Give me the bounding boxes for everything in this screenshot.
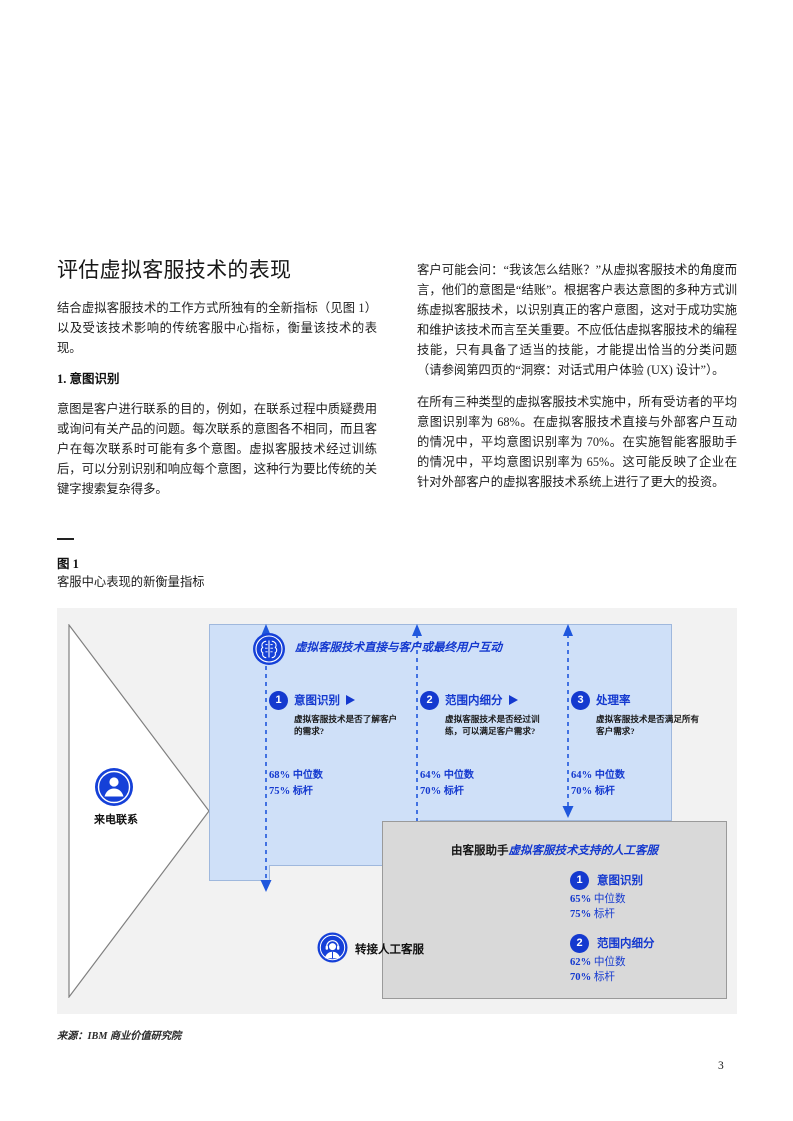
- figure-rule-divider: [57, 538, 74, 540]
- gray-heading-plain: 由客服助手: [451, 845, 509, 857]
- metric-1-title: 意图识别: [294, 695, 340, 707]
- metric-2-header: 2 范围内细分: [420, 690, 568, 710]
- metric-1-benchmark-unit: 标杆: [292, 785, 313, 797]
- metric-2-median-value: 64%: [420, 770, 442, 781]
- gray-metric-2-stats: 62% 中位数 70% 标杆: [570, 955, 740, 986]
- metric-1-stats: 68% 中位数 75% 标杆: [269, 768, 419, 799]
- gray-metric-2-median-value: 62%: [570, 957, 592, 968]
- metric-1-number: 1: [269, 690, 288, 710]
- metric-2-median-unit: 中位数: [443, 770, 474, 781]
- gray-heading-emphasis: 虚拟客服技术支持的人工客服: [508, 845, 659, 857]
- metric-column-3: 3 处理率 虚拟客服技术是否满足所有客户需求?: [571, 690, 719, 738]
- metric-column-1: 1 意图识别 虚拟客服技术是否了解客户的需求?: [269, 690, 417, 738]
- funnel-shape: [68, 624, 210, 998]
- figure-number: 图 1: [57, 557, 79, 571]
- metric-3-benchmark-unit: 标杆: [594, 785, 615, 797]
- metric-2-stats: 64% 中位数 70% 标杆: [420, 768, 570, 799]
- figure-diagram: 来电联系: [57, 608, 737, 1014]
- brain-ai-icon: [252, 632, 286, 666]
- gray-metric-2-title: 范围内细分: [597, 938, 655, 950]
- gray-metric-1: 1 意图识别 65% 中位数 75% 标杆: [570, 870, 740, 923]
- right-column: 客户可能会问：“我该怎么结账？”从虚拟客服技术的角度而言，他们的意图是“结账”。…: [417, 258, 737, 513]
- metric-2-benchmark-unit: 标杆: [443, 785, 464, 797]
- gray-metric-2: 2 范围内细分 62% 中位数 70% 标杆: [570, 933, 740, 986]
- metric-3-median-value: 64%: [571, 770, 593, 781]
- play-arrow-icon: [508, 695, 518, 705]
- gray-metric-2-median-unit: 中位数: [593, 957, 626, 968]
- section-body-paragraph: 意图是客户进行联系的目的，例如，在联系过程中质疑费用或询问有关产品的问题。每次联…: [57, 402, 377, 496]
- customer-person-icon: [94, 767, 134, 807]
- metric-2-number: 2: [420, 690, 439, 710]
- gray-metric-1-median-unit: 中位数: [593, 894, 626, 905]
- gray-metric-2-number: 2: [570, 933, 589, 953]
- section-heading: 1. 意图识别: [57, 371, 120, 386]
- metric-3-median-unit: 中位数: [594, 770, 625, 781]
- metric-1-median-value: 68%: [269, 770, 291, 781]
- metric-3-number: 3: [571, 690, 590, 710]
- gray-metric-1-title: 意图识别: [597, 875, 643, 887]
- article-columns: 评估虚拟客服技术的表现 结合虚拟客服技术的工作方式所独有的全新指标（见图 1）以…: [57, 258, 737, 513]
- gray-metric-1-median-value: 65%: [570, 894, 592, 905]
- gray-metric-1-benchmark-value: 75%: [570, 909, 592, 921]
- metric-1-header: 1 意图识别: [269, 690, 417, 710]
- metric-1-benchmark-value: 75%: [269, 785, 291, 797]
- agent-assist-panel: [382, 821, 727, 999]
- metric-1-median-unit: 中位数: [292, 770, 323, 781]
- metric-2-benchmark-value: 70%: [420, 785, 442, 797]
- play-arrow-icon: [346, 695, 355, 705]
- gray-panel-heading: 由客服助手虚拟客服技术支持的人工客服: [382, 842, 727, 858]
- metric-3-description: 虚拟客服技术是否满足所有客户需求?: [596, 714, 700, 737]
- metric-1-description: 虚拟客服技术是否了解客户的需求?: [294, 714, 398, 737]
- funnel-label: 来电联系: [94, 814, 138, 826]
- right-paragraph-2: 在所有三种类型的虚拟客服技术实施中，所有受访者的平均意图识别率为 68%。在虚拟…: [417, 395, 737, 490]
- figure-source-note: 来源：IBM 商业价值研究院: [57, 1031, 182, 1042]
- metric-2-title: 范围内细分: [445, 695, 503, 707]
- transfer-to-agent-label: 转接人工客服: [355, 944, 424, 956]
- panel-heading: 虚拟客服技术直接与客户或最终用户互动: [295, 642, 502, 654]
- metric-3-header: 3 处理率: [571, 690, 719, 710]
- gray-metric-1-header: 1 意图识别: [570, 870, 740, 890]
- right-paragraph-1: 客户可能会问：“我该怎么结账？”从虚拟客服技术的角度而言，他们的意图是“结账”。…: [417, 263, 737, 377]
- gray-metric-2-benchmark-value: 70%: [570, 972, 592, 984]
- gray-metric-2-header: 2 范围内细分: [570, 933, 740, 953]
- intro-paragraph: 结合虚拟客服技术的工作方式所独有的全新指标（见图 1）以及受该技术影响的传统客服…: [57, 300, 377, 355]
- metric-3-stats: 64% 中位数 70% 标杆: [571, 768, 721, 799]
- figure-caption: 客服中心表现的新衡量指标: [57, 575, 205, 589]
- metric-3-benchmark-value: 70%: [571, 785, 593, 797]
- metric-2-description: 虚拟客服技术是否经过训练，可以满足客户需求?: [445, 714, 540, 737]
- gray-metric-2-benchmark-unit: 标杆: [593, 972, 616, 984]
- support-agent-headset-icon: [317, 932, 348, 963]
- page-number: 3: [718, 1060, 724, 1072]
- gray-metric-1-benchmark-unit: 标杆: [593, 909, 616, 921]
- metric-column-2: 2 范围内细分 虚拟客服技术是否经过训练，可以满足客户需求?: [420, 690, 568, 738]
- gray-metric-1-number: 1: [570, 870, 589, 890]
- left-column: 评估虚拟客服技术的表现 结合虚拟客服技术的工作方式所独有的全新指标（见图 1）以…: [57, 258, 377, 513]
- metric-3-title: 处理率: [596, 695, 631, 707]
- page-title: 评估虚拟客服技术的表现: [57, 259, 292, 282]
- gray-metric-1-stats: 65% 中位数 75% 标杆: [570, 892, 740, 923]
